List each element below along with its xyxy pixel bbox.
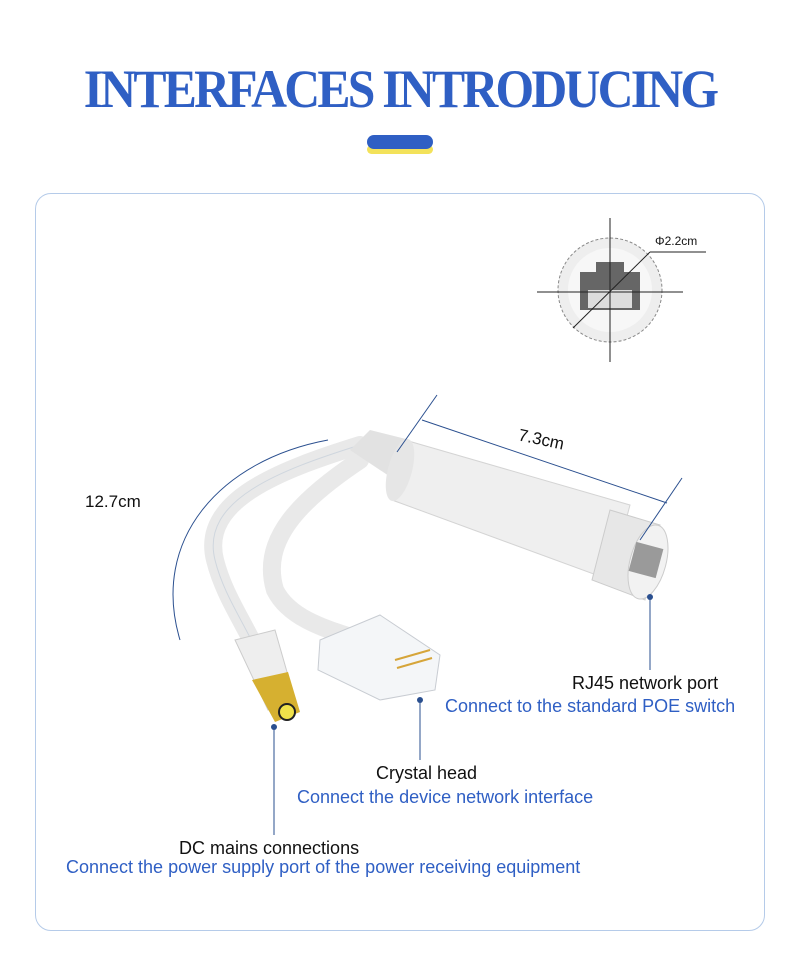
cable-length-label: 12.7cm xyxy=(85,492,141,511)
callout-lines xyxy=(273,597,651,835)
page-title: INTERFACES INTRODUCING xyxy=(83,59,719,119)
injector-body xyxy=(350,430,669,601)
dc-plug xyxy=(234,629,300,722)
rj45-port-detail xyxy=(537,218,706,362)
title-underline-blue xyxy=(367,135,433,149)
crystal-head-description: Connect the device network interface xyxy=(297,787,594,807)
diameter-label: Φ2.2cm xyxy=(655,234,698,248)
crystal-head-label: Crystal head xyxy=(376,763,478,783)
title-underline-yellow xyxy=(367,145,433,154)
rj45-port-description: Connect to the standard POE switch xyxy=(445,696,736,716)
dc-mains-label: DC mains connections xyxy=(179,838,360,858)
crystal-head-connector xyxy=(317,614,441,701)
rj45-port-label: RJ45 network port xyxy=(572,673,719,693)
dimension-lines xyxy=(172,394,683,641)
dc-mains-description: Connect the power supply port of the pow… xyxy=(66,857,581,877)
content-frame xyxy=(35,193,765,931)
